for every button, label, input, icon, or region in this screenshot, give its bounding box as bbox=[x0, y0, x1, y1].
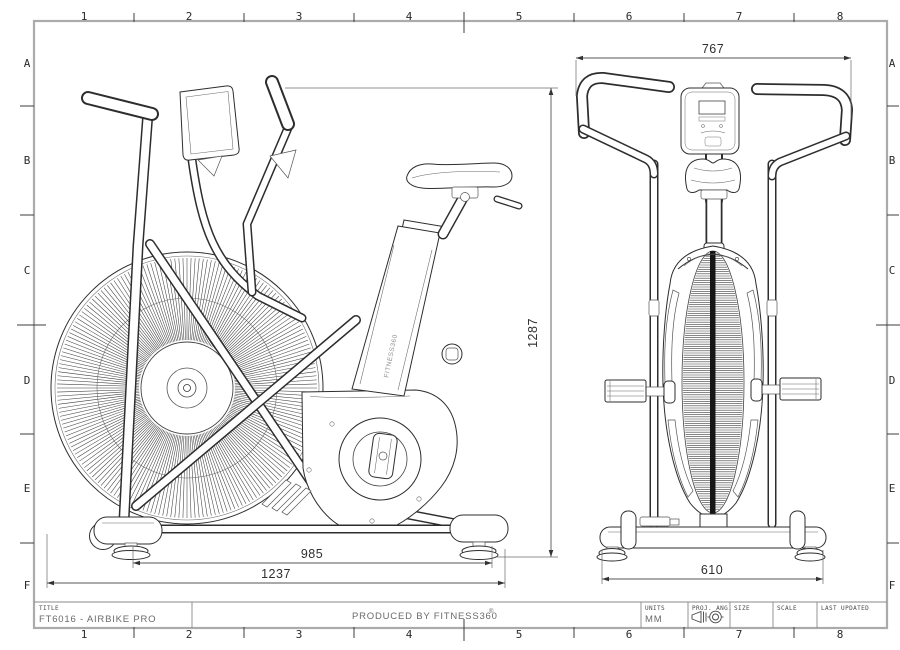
right-handlebar bbox=[751, 83, 853, 146]
grid-ref: 5 bbox=[516, 628, 523, 641]
grid-ref: B bbox=[889, 154, 896, 167]
grid-ref: F bbox=[889, 579, 896, 592]
grid-ref: 4 bbox=[406, 628, 413, 641]
grid-ref-left: A B C D E F bbox=[24, 57, 31, 592]
grid-ref: 2 bbox=[186, 628, 193, 641]
grid-ref: 7 bbox=[736, 10, 743, 23]
dimension-overall-length: 1237 bbox=[46, 534, 506, 588]
seat-front bbox=[685, 158, 741, 200]
grid-ref: D bbox=[889, 374, 896, 387]
grid-ref: 4 bbox=[406, 10, 413, 23]
grid-ref: 6 bbox=[626, 10, 633, 23]
units-value: MM bbox=[645, 614, 662, 625]
title-block: TITLE FT6016 - AIRBIKE PRO PRODUCED BY F… bbox=[34, 601, 887, 628]
dim-label-base-width: 610 bbox=[701, 563, 723, 577]
registered-mark: ® bbox=[489, 608, 494, 615]
drawing-title: FT6016 - AIRBIKE PRO bbox=[39, 614, 156, 625]
size-label: SIZE bbox=[734, 605, 750, 612]
projection-target-icon bbox=[707, 610, 724, 624]
projection-label: PROJ. ANG. bbox=[692, 605, 732, 612]
base-front bbox=[596, 510, 827, 562]
dimension-base-width: 610 bbox=[601, 550, 824, 584]
leveling-foot-left bbox=[596, 546, 628, 562]
grid-ref: 1 bbox=[81, 10, 88, 23]
grid-ticks-left bbox=[17, 105, 46, 544]
side-view-airbike: FITNESS360 bbox=[50, 75, 523, 560]
produced-by-text: PRODUCED BY FITNESS360 bbox=[352, 611, 498, 622]
last-updated-label: LAST UPDATED bbox=[821, 605, 869, 612]
grid-ref: 5 bbox=[516, 10, 523, 23]
grid-ref: E bbox=[24, 482, 31, 495]
vent-slats bbox=[261, 479, 312, 516]
grid-ref: E bbox=[889, 482, 896, 495]
grid-ref: C bbox=[24, 264, 31, 277]
grid-ref: C bbox=[889, 264, 896, 277]
leveling-foot-front bbox=[111, 542, 151, 560]
console-side bbox=[179, 85, 240, 177]
grid-ref: B bbox=[24, 154, 31, 167]
fan-shroud-front bbox=[662, 245, 764, 518]
grid-ref: D bbox=[24, 374, 31, 387]
dim-label-foot-span: 985 bbox=[301, 547, 323, 561]
drive-housing bbox=[261, 389, 458, 534]
grid-ticks-top bbox=[133, 12, 795, 33]
front-view-airbike bbox=[576, 71, 853, 562]
title-label: TITLE bbox=[39, 605, 59, 612]
pedal-right-front bbox=[750, 377, 822, 402]
grid-ref: 3 bbox=[296, 628, 303, 641]
grid-ref: 8 bbox=[837, 10, 844, 23]
dim-label-width: 767 bbox=[702, 42, 724, 56]
grid-ticks-bottom bbox=[133, 619, 795, 641]
grid-ref: 2 bbox=[186, 10, 193, 23]
grid-ref: F bbox=[24, 579, 31, 592]
grid-ref: A bbox=[24, 57, 31, 70]
grid-ticks-right bbox=[876, 105, 900, 544]
projection-cone-icon bbox=[691, 610, 707, 624]
dim-label-length: 1237 bbox=[261, 567, 291, 581]
grid-ref: 1 bbox=[81, 628, 88, 641]
fan-center-bar bbox=[710, 251, 716, 514]
seat-tower: FITNESS360 bbox=[351, 219, 463, 397]
grid-ref-right: A B C D E F bbox=[889, 57, 896, 592]
resistance-knob bbox=[441, 343, 463, 365]
grid-ref-top: 1 2 3 4 5 6 7 8 bbox=[81, 10, 844, 23]
grid-ref: A bbox=[889, 57, 896, 70]
console-front bbox=[680, 82, 740, 155]
console-screen bbox=[698, 100, 726, 115]
dimension-overall-width: 767 bbox=[575, 42, 852, 118]
dim-label-height: 1287 bbox=[526, 318, 540, 348]
grid-ref: 8 bbox=[837, 628, 844, 641]
sheet-border bbox=[17, 12, 900, 641]
base-side bbox=[89, 514, 509, 560]
dimension-foot-span: 985 bbox=[132, 546, 493, 568]
grid-ref: 6 bbox=[626, 628, 633, 641]
pedal-left-front bbox=[604, 379, 676, 404]
fan-wheel-rim bbox=[50, 251, 324, 525]
leveling-foot-right bbox=[794, 546, 826, 562]
grid-ref: 7 bbox=[736, 628, 743, 641]
seat-side bbox=[406, 162, 523, 240]
units-label: UNITS bbox=[645, 605, 665, 612]
handle-bracket bbox=[269, 149, 297, 179]
dimension-overall-height: 1287 bbox=[285, 87, 558, 558]
leveling-foot-rear bbox=[459, 541, 499, 560]
scale-label: SCALE bbox=[777, 605, 797, 612]
grid-ref-bottom: 1 2 3 4 5 6 7 8 bbox=[81, 628, 844, 641]
grid-ref: 3 bbox=[296, 10, 303, 23]
